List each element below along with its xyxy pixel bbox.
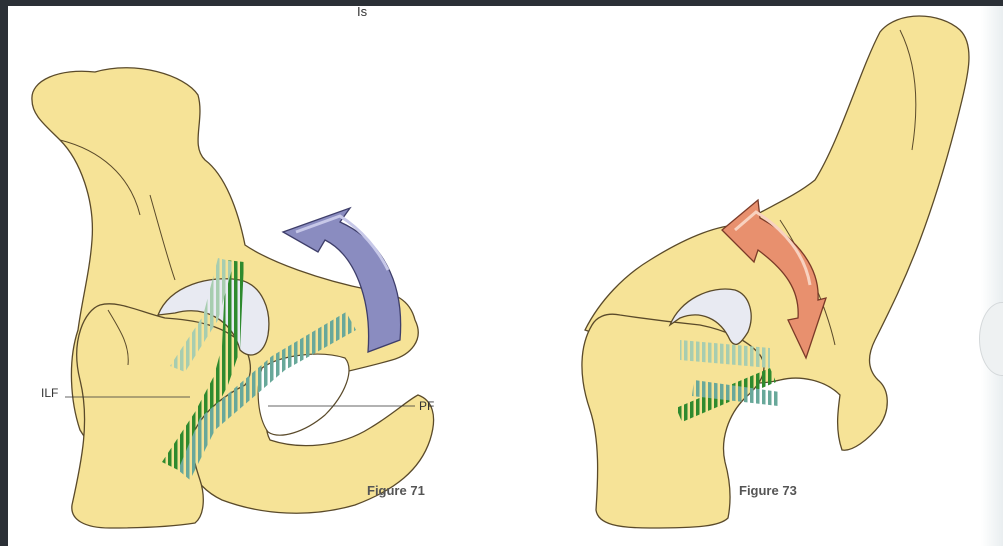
document-page: Is ILF PF Figure 71 Figure 73 (8, 6, 1003, 546)
right-hip-figure (582, 16, 969, 528)
ilf-label: ILF (41, 386, 58, 400)
figure-71-caption: Figure 71 (367, 483, 425, 498)
figure-73-caption: Figure 73 (739, 483, 797, 498)
left-hip-figure (32, 68, 434, 528)
top-fragment-text: Is (357, 6, 367, 19)
hip-illustration (8, 6, 1003, 546)
pf-label: PF (419, 399, 434, 413)
